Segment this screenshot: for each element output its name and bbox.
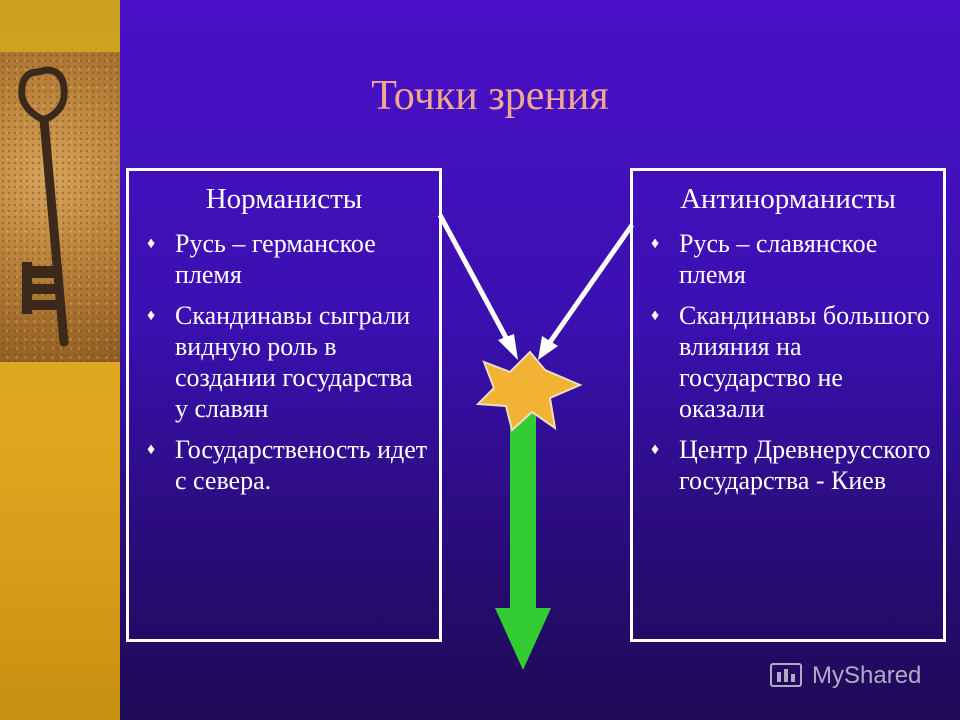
list-item-text: Центр Древнерусского государства - Киев <box>679 435 931 495</box>
list-item: ♦ Русь – славянское племя <box>651 228 935 290</box>
diamond-bullet-icon: ♦ <box>651 235 660 252</box>
antinormanists-list: ♦ Русь – славянское племя ♦ Скандинавы б… <box>633 228 943 496</box>
list-item-text: Русь – славянское племя <box>679 229 878 289</box>
list-item: ♦ Скандинавы сыграли видную роль в созда… <box>147 300 431 424</box>
key-icon <box>18 66 69 347</box>
list-item-text: Скандинавы сыграли видную роль в создани… <box>175 301 413 423</box>
list-item-text: Государственость идет с севера. <box>175 435 428 495</box>
watermark-text: MyShared <box>812 662 922 689</box>
burst-icon <box>475 350 583 432</box>
left-white-arrow <box>437 213 518 360</box>
myshared-logo-icon <box>770 663 802 687</box>
list-item-text: Русь – германское племя <box>175 229 376 289</box>
list-item: ♦ Русь – германское племя <box>147 228 431 290</box>
normanists-list: ♦ Русь – германское племя ♦ Скандинавы с… <box>129 228 439 496</box>
antinormanists-heading: Антинорманисты <box>680 183 896 215</box>
list-item: ♦ Государственость идет с севера. <box>147 434 431 496</box>
diamond-bullet-icon: ♦ <box>147 235 156 252</box>
green-down-arrow <box>495 410 551 670</box>
diamond-bullet-icon: ♦ <box>147 307 156 324</box>
right-white-arrow <box>538 223 635 360</box>
list-item: ♦ Центр Древнерусского государства - Кие… <box>651 434 935 496</box>
diamond-bullet-icon: ♦ <box>651 307 660 324</box>
normanists-heading: Норманисты <box>205 183 363 215</box>
watermark: MyShared <box>768 656 921 696</box>
diamond-bullet-icon: ♦ <box>651 441 660 458</box>
diamond-bullet-icon: ♦ <box>147 441 156 458</box>
list-item-text: Скандинавы большого влияния на государст… <box>679 301 930 423</box>
antinormanists-panel: Антинорманисты ♦ Русь – славянское племя… <box>630 168 946 642</box>
slide-title: Точки зрения <box>371 73 609 119</box>
old-key-image <box>0 52 120 362</box>
normanists-panel: Норманисты ♦ Русь – германское племя ♦ С… <box>126 168 442 642</box>
list-item: ♦ Скандинавы большого влияния на государ… <box>651 300 935 424</box>
